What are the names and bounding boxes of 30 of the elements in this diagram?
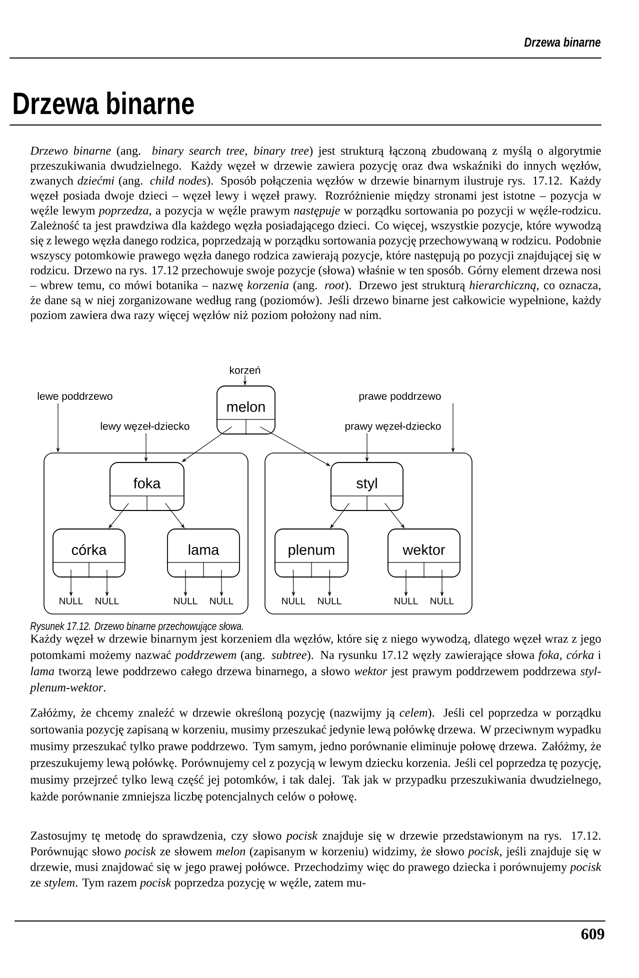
tree-node: foka <box>109 462 184 512</box>
tree-node: wektor <box>387 528 460 578</box>
tree-node: córka <box>52 528 126 578</box>
running-head: Drzewa binarne <box>524 37 600 47</box>
body-paragraph: Załóżmy, że chcemy znaleźć w drzewie określoną pozycję (nazwijmy ją celem). Jeśli cel poprzedza w porządku sortowania pozycję zapisaną w korzeniu, musimy przeszukać jedynie lewą połówkę drzewa. W przeciwnym wypadku musimy przeszukać tylko prawe poddrzewo. Tym samym, jedno porównanie eliminuje połowę drzewa. Załóżmy, że przeszukujemy lewą połówkę. Porównujemy cel z pozycją w lewym dziecku korzenia. Jeśli cel poprzedza tę pozycję, musimy przejrzeć tylko lewą część jej potomków, i tak dalej. Tak jak w przypadku przeszukiwania dwudzielnego, każde porównanie zmniejsza liczbę potencjalnych celów o połowę. <box>30 708 602 803</box>
body-paragraph: Zastosujmy tę metodę do sprawdzenia, czy słowo pocisk znajduje się w drzewie przedstawionym na rys. 17.12. Porównując słowo pocisk ze słowem melon (zapisanym w korzeniu) widzimy, że słowo pocisk, jeśli znajduje się w drzewie, musi znajdować się w jego prawej połówce. Przechodzimy więc do prawego dziecka i porównujemy pocisk ze stylem. Tym razem pocisk poprzedza pozycję w węźle, zatem mu- <box>30 831 602 890</box>
subtree-frame <box>264 452 472 614</box>
page-number: 609 <box>581 928 604 940</box>
page-title: Drzewa binarne <box>14 92 194 114</box>
null-label: NULL <box>174 598 198 604</box>
null-label: NULL <box>96 598 119 604</box>
body-paragraph: Drzewo binarne (ang. binary search tree, binary tree) jest strukturą łączoną zbudowaną z myślą o algorytmie przeszukiwania dwudzielnego. Każdy węzeł w drzewie zawiera pozycję oraz dwa wskaźniki do innych węzłów, zwanych dziećmi (ang. child nodes). Sposób połączenia węzłów w drzewie binarnym ilustruje rys. 17.12. Każdy węzeł posiada dwoje dzieci – węzeł lewy i węzeł prawy. Rozróżnienie między stronami jest istotne – pozycja w węźle lewym poprzedza, a pozycja w węźle prawym następuje w porządku sortowania po pozycji w węźle-rodzicu. Zależność ta jest prawdziwa dla każdego węzła posiadającego dzieci. Co więcej, wszystkie pozycje, które wywodzą się z lewego węzła danego rodzica, poprzedzają w porządku sortowania pozycję przechowywaną w rodzicu. Podobnie wszyscy potomkowie prawego węzła danego rodzica zawierają pozycje, które następują po pozycji znajdującej się w rodzicu. Drzewo na rys. 17.12 przechowuje swoje pozycje (słowa) właśnie w ten sposób. Górny element drzewa nosi – wbrew temu, co mówi botanika – nazwę korzenia (ang. root). Drzewo jest strukturą hierarchiczną, co oznacza, że dane są w niej zorganizowane według rang (poziomów). Jeśli drzewo binarne jest całkowicie wypełnione, każdy poziom zawiera dwa razy więcej węzłów niż poziom położony nad nim. <box>30 146 602 322</box>
tree-node: styl <box>330 462 404 512</box>
tree-node: melon <box>216 386 276 435</box>
callout-label: lewy węzeł-dziecko <box>100 422 190 432</box>
tree-node: plenum <box>274 528 348 578</box>
figure-caption: Rysunek 17.12. Drzewo binarne przechowujące słowa. <box>30 622 243 632</box>
callout-label: korzeń <box>230 366 260 374</box>
subtree-frame <box>44 452 248 614</box>
tree-node: lama <box>166 528 240 578</box>
callout-label: lewe poddrzewo <box>38 392 112 402</box>
null-label: NULL <box>430 598 454 604</box>
callout-label: prawe poddrzewo <box>359 392 441 402</box>
null-label: NULL <box>394 598 418 604</box>
null-label: NULL <box>318 598 342 604</box>
body-paragraph: Każdy węzeł w drzewie binarnym jest korzeniem dla węzłów, które się z niego wywodzą, dlatego węzeł wraz z jego potomkami możemy nazwać poddrzewem (ang. subtree). Na rysunku 17.12 węzły zawierające słowa foka, córka i lama tworzą lewe poddrzewo całego drzewa binarnego, a słowo wektor jest prawym poddrzewem poddrzewa styl-plenum-wektor. <box>29 634 601 694</box>
null-label: NULL <box>210 598 234 604</box>
null-label: NULL <box>282 598 306 604</box>
callout-label: prawy węzeł-dziecko <box>345 422 441 432</box>
null-label: NULL <box>60 598 83 604</box>
